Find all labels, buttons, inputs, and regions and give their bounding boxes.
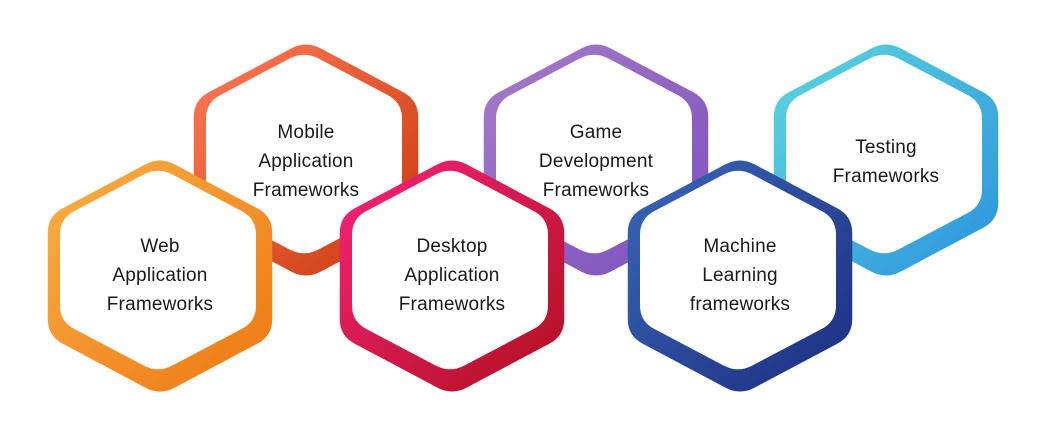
hexagon-label-line: Learning [702,265,778,286]
hexagon-label-line: Frameworks [398,294,506,315]
hexagon-desktop-application [339,160,565,392]
hexagon-label-web-application: Web Application Frameworks [75,232,245,319]
hexagon-label-game-development: Game Development Frameworks [511,118,681,205]
hexagon-face [640,170,836,370]
hexagon-label-line: Game [569,122,623,143]
hexagon-outline [47,160,273,392]
hexagon-web-application [47,160,273,392]
hexagon-label-line: Application [112,265,208,286]
hexagon-label-line: Frameworks [832,166,940,187]
hexagon-face [60,170,256,370]
hexagon-label-line: Testing [855,137,917,158]
hexagon-outline [627,160,853,392]
hexagon-label-line: Application [404,265,500,286]
hexagon-label-line: Frameworks [542,180,650,201]
hexagon-label-mobile-application: Mobile Application Frameworks [221,118,391,205]
hexagon-label-machine-learning: Machine Learning frameworks [655,232,825,319]
hexagon-face [206,54,402,254]
hexagon-face [352,170,548,370]
hexagon-label-line: Mobile [277,122,335,143]
hexagon-label-line: Frameworks [252,180,360,201]
hexagon-face [786,54,982,254]
hexagon-outline [339,160,565,392]
hexagon-label-line: Web [140,236,180,257]
hexagon-label-line: Frameworks [106,294,214,315]
hexagon-label-testing: Testing Frameworks [801,133,971,191]
hexagon-label-line: frameworks [689,294,791,315]
hexagon-label-desktop-application: Desktop Application Frameworks [367,232,537,319]
hexagon-machine-learning [627,160,853,392]
hexagon-outline [193,44,419,276]
hexagon-label-line: Desktop [416,236,488,257]
hexagon-face [496,54,692,254]
hexagon-label-line: Application [258,151,354,172]
hexagon-outline [483,44,709,276]
hexagon-outline [773,44,999,276]
hexagon-label-line: Machine [703,236,777,257]
hexagon-label-line: Development [538,151,654,172]
